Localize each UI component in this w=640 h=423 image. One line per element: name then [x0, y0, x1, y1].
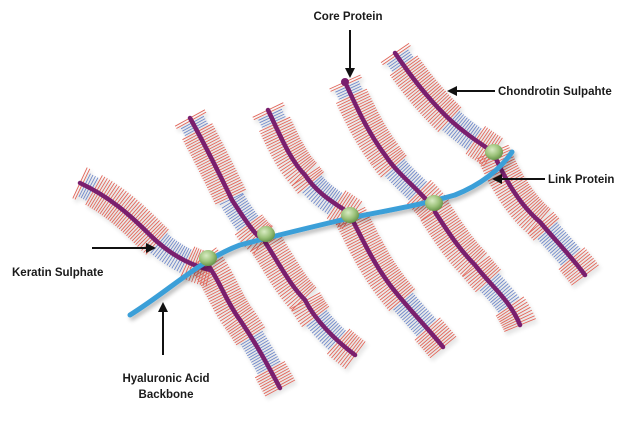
chondroitin-chain [532, 202, 544, 214]
chondroitin-chain [519, 316, 535, 323]
chondroitin-chain [304, 162, 316, 174]
label-chondrotin-sulphate: Chondrotin Sulpahte [498, 86, 612, 98]
link-protein-node [199, 250, 217, 266]
label-keratin-sulphate: Keratin Sulphate [12, 267, 103, 279]
label-hyaluronic-acid-line1: Hyaluronic Acid [122, 373, 209, 385]
core-protein-strand [190, 118, 263, 240]
label-hyaluronic-acid-line2: Backbone [139, 389, 194, 401]
chondroitin-chain [535, 205, 547, 217]
core-protein-tip [341, 78, 349, 86]
link-protein-node [425, 195, 443, 211]
chondroitin-chain [446, 104, 458, 116]
label-core-protein: Core Protein [313, 11, 382, 23]
chondroitin-chain [304, 287, 316, 299]
link-protein-node [485, 144, 503, 160]
chondroitin-chain [301, 159, 314, 170]
chondroitin-chain [302, 285, 315, 297]
chondroitin-chain [518, 313, 533, 320]
chondroitin-chain [302, 161, 315, 172]
core-protein-arrowhead [345, 68, 355, 78]
chondroitin-chain [520, 319, 536, 325]
chondroitin-chain [533, 204, 545, 216]
link-protein-node [257, 226, 275, 242]
hyaluronic-arrowhead [158, 302, 168, 312]
link-protein-node [341, 207, 359, 223]
chondrotin-arrowhead [447, 86, 457, 96]
label-link-protein: Link Protein [548, 174, 614, 186]
chondroitin-chain [311, 172, 324, 183]
chondroitin-chain [539, 208, 550, 221]
